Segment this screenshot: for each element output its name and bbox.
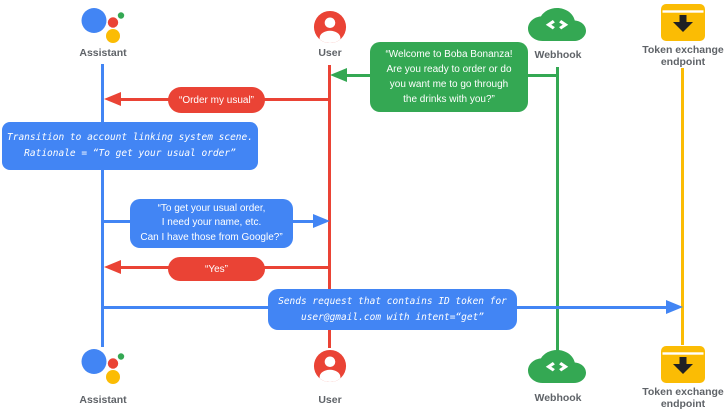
transition-note: Transition to account linking system sce… (2, 122, 258, 170)
token-endpoint-label-bottom: Token exchange endpoint (642, 386, 724, 410)
ask-permission-message: “To get your usual order, I need your na… (130, 199, 293, 248)
welcome-arrow-head (330, 68, 347, 82)
webhook-label-bottom: Webhook (534, 392, 582, 404)
order-message: “Order my usual” (168, 87, 265, 113)
user-label-bottom: User (318, 394, 342, 406)
token-endpoint-icon (661, 346, 705, 383)
welcome-message: “Welcome to Boba Bonanza! Are you ready … (370, 42, 528, 112)
user-icon (313, 10, 347, 44)
assistant-logo-icon (81, 349, 125, 384)
token-endpoint-icon (661, 4, 705, 41)
webhook-cloud-icon (528, 350, 586, 383)
yes-arrow-head (104, 260, 121, 274)
webhook-lifeline (556, 67, 559, 351)
assistant-lifeline (101, 64, 104, 347)
webhook-label-top: Webhook (534, 49, 582, 61)
user-lifeline (328, 65, 331, 348)
assistant-label-bottom: Assistant (79, 394, 127, 406)
order-arrow-head (104, 92, 121, 106)
token-endpoint-lifeline (681, 68, 684, 345)
token-endpoint-label-top: Token exchange endpoint (642, 44, 724, 68)
assistant-logo-icon (81, 8, 125, 43)
ask-arrow-head (313, 214, 330, 228)
webhook-cloud-icon (528, 8, 586, 41)
assistant-label-top: Assistant (79, 47, 127, 59)
yes-message: “Yes” (168, 257, 265, 281)
send-request-arrow-head (666, 300, 683, 314)
user-icon (313, 349, 347, 383)
user-label-top: User (318, 47, 342, 59)
send-request-message: Sends request that contains ID token for… (268, 289, 517, 330)
